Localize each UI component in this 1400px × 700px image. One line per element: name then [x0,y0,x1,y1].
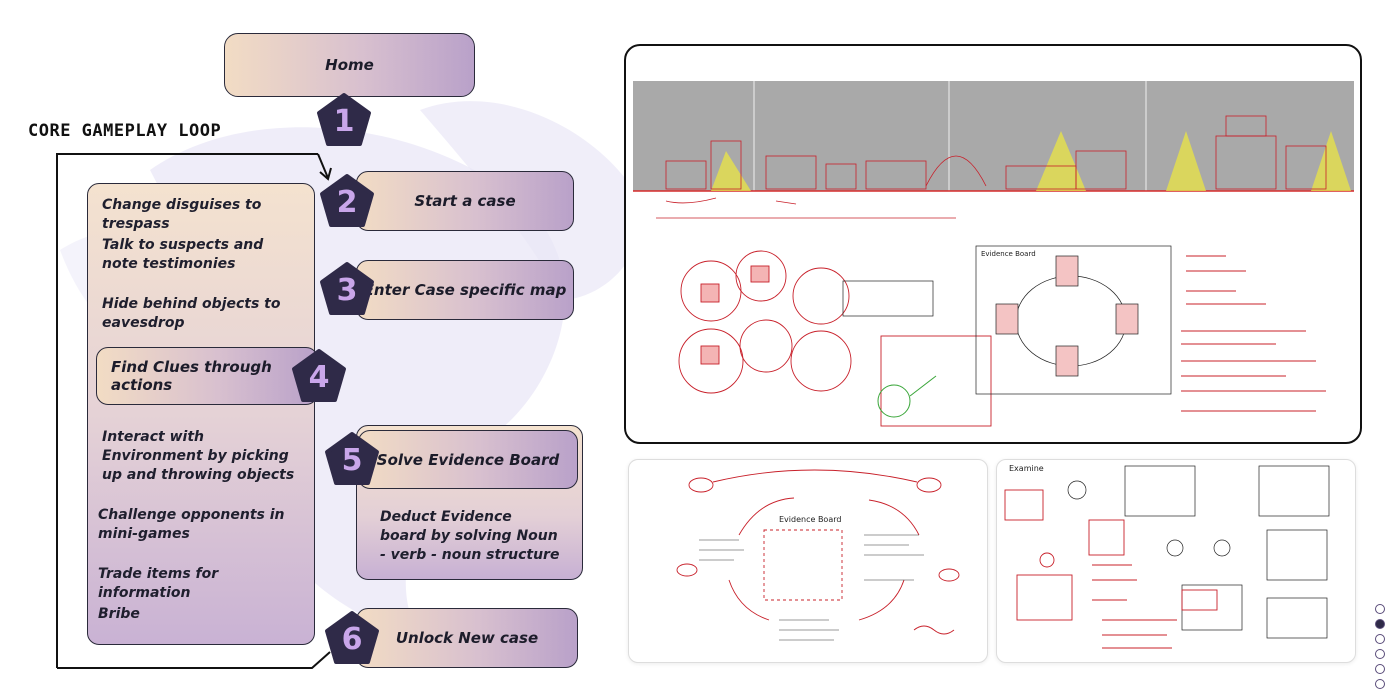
step-6-badge: 6 [323,610,381,668]
step-2-label: Start a case [414,192,516,210]
level-art-sketch [633,81,1354,427]
concept-sketch-top: Evidence Board [624,44,1362,444]
loop-action-talk: Talk to suspects and note testimonies [102,237,264,272]
step-1-badge: 1 [315,92,373,150]
concept-sketch-evidence-board: Evidence Board [628,459,988,663]
page-dot-4[interactable] [1375,649,1385,659]
concept-sketch-examine: Examine [996,459,1356,663]
home-node: Home [224,33,475,97]
step-2-node: Start a case [356,171,574,231]
step-4-badge: 4 [290,348,348,406]
step-4-label: Find Clues through actions [111,358,272,394]
step-3-badge: 3 [318,261,376,319]
page-dot-2-active[interactable] [1375,619,1385,629]
examine-title: Examine [1009,464,1044,473]
evidence-board-label: Evidence Board [981,250,1036,258]
page-dot-3[interactable] [1375,634,1385,644]
page-dot-6[interactable] [1375,679,1385,689]
step-4-node: Find Clues through actions [96,347,318,405]
evidence-board-title: Evidence Board [779,515,842,524]
step-6-node: Unlock New case [356,608,578,668]
page-dot-1[interactable] [1375,604,1385,614]
loop-arrow [56,153,332,669]
loop-action-minigames: Challenge opponents in mini-games [98,507,285,542]
step-3-label: Enter Case specific map [363,281,567,299]
evidence-board-sketch [676,469,960,641]
step-5-detail: Deduct Evidence board by solving Noun - … [380,509,560,563]
page-title: CORE GAMEPLAY LOOP [28,121,222,141]
examine-sketch [1004,465,1330,649]
home-label: Home [325,56,374,74]
step-5-node: Solve Evidence Board [358,430,578,489]
step-3-node: Enter Case specific map [356,260,574,320]
step-6-label: Unlock New case [395,629,539,647]
loop-action-disguises: Change disguises to trespass [102,197,262,232]
loop-action-trade: Trade items for information [98,566,219,601]
step-5-label: Solve Evidence Board [376,450,560,469]
loop-action-bribe: Bribe [98,606,140,622]
loop-action-hide: Hide behind objects to eavesdrop [102,296,281,331]
actions-panel [87,183,315,645]
page-dot-5[interactable] [1375,664,1385,674]
step-5-badge: 5 [323,431,381,489]
step-2-badge: 2 [318,173,376,231]
loop-action-interact: Interact with Environment by picking up … [102,429,295,483]
